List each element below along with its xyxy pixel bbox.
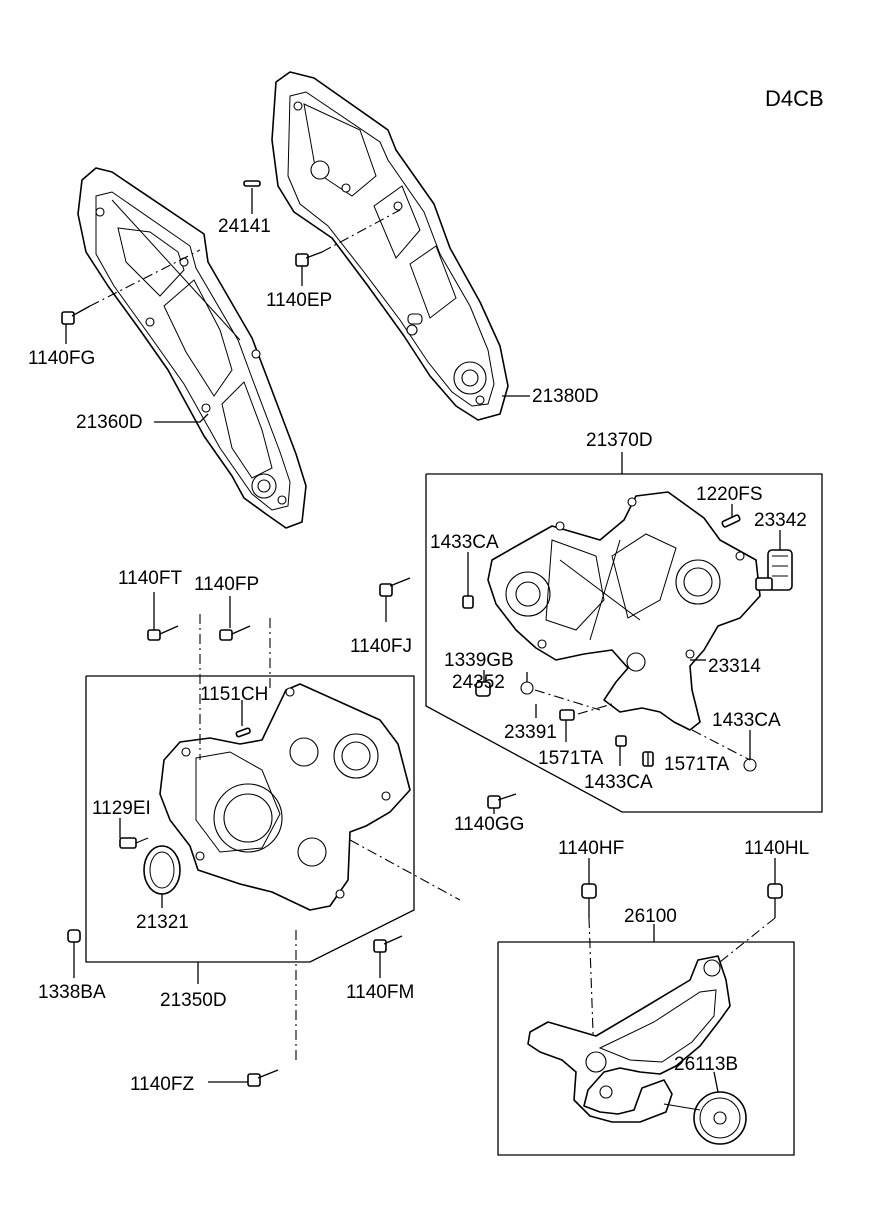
label-1339gb: 1339GB — [444, 650, 514, 671]
label-26100: 26100 — [624, 906, 677, 927]
timing-case-group-21370d — [425, 452, 823, 813]
part-labels: 24141 1140EP 1140FG 21360D 21380D 21370D… — [28, 216, 809, 1095]
label-1140gg: 1140GG — [454, 814, 524, 835]
label-1129ei: 1129EI — [92, 798, 151, 819]
engine-code: D4CB — [765, 86, 824, 111]
sprocket-26113b — [663, 1091, 747, 1145]
label-1433ca-c: 1433CA — [712, 710, 781, 731]
label-21350d: 21350D — [160, 990, 227, 1011]
label-21370d: 21370D — [586, 430, 653, 451]
label-23342: 23342 — [754, 510, 807, 531]
idler-gear-23342 — [755, 549, 793, 591]
label-1140fz: 1140FZ — [130, 1074, 194, 1095]
oil-pump-group-26100 — [497, 924, 795, 1156]
label-1433ca-b: 1433CA — [584, 772, 653, 793]
label-1571ta-a: 1571TA — [538, 748, 603, 769]
front-case-group-21350d — [85, 614, 461, 1060]
label-1140fj: 1140FJ — [350, 636, 412, 657]
label-1151ch: 1151CH — [200, 684, 268, 705]
label-21321: 21321 — [136, 912, 189, 933]
label-1140fp: 1140FP — [194, 574, 259, 595]
label-26113b: 26113B — [674, 1054, 738, 1075]
label-1571ta-b: 1571TA — [664, 754, 729, 775]
label-24352: 24352 — [452, 672, 505, 693]
label-23314: 23314 — [708, 656, 761, 677]
label-1140ep: 1140EP — [266, 290, 332, 311]
timing-cover-21380d — [271, 71, 509, 421]
label-21380d: 21380D — [532, 386, 599, 407]
timing-cover-21360d — [77, 167, 307, 529]
label-1220fs: 1220FS — [696, 484, 763, 505]
label-1140fm: 1140FM — [346, 982, 414, 1003]
label-1433ca-a: 1433CA — [430, 532, 499, 553]
label-1140hf: 1140HF — [558, 838, 624, 859]
label-1338ba: 1338BA — [38, 982, 106, 1003]
label-1140ft: 1140FT — [118, 568, 182, 589]
label-21360d: 21360D — [76, 412, 143, 433]
label-1140fg: 1140FG — [28, 348, 95, 369]
label-23391: 23391 — [504, 722, 557, 743]
label-1140hl: 1140HL — [744, 838, 809, 859]
label-24141: 24141 — [218, 216, 271, 237]
leader-lines — [65, 188, 781, 1093]
